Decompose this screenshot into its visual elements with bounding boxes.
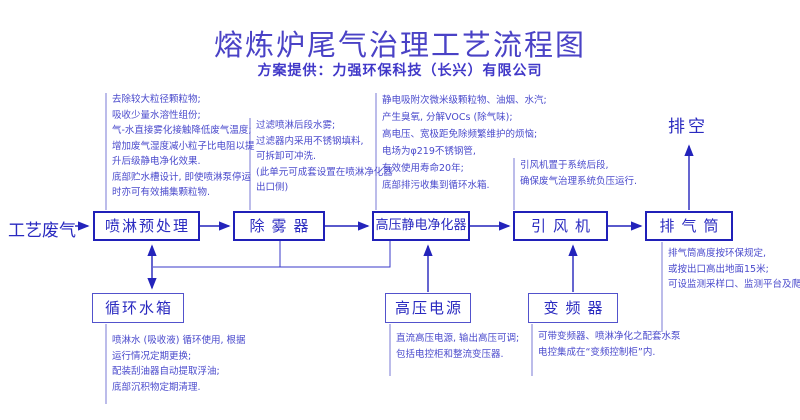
annotation-line: 直流高压电源, 输出高压可调;	[396, 333, 520, 344]
annotation-line: 时亦可有效捕集颗粒物.	[112, 187, 211, 198]
annotation-exhaust-stack: 排气筒高度按环保规定, 或按出口高出地面15米; 可设监测采样口、监测平台及爬梯…	[668, 246, 800, 293]
annotation-induced-draft-fan: 引风机置于系统后段, 确保废气治理系统负压运行.	[520, 158, 637, 189]
annotation-line: 静电吸附次微米级颗粒物、油烟、水汽;	[382, 95, 547, 106]
annotation-frequency-converter: 可带变频器、喷淋净化之配套水泵 电控集成在“变频控制柜”内.	[538, 329, 681, 360]
annotation-line: 配装刮油器自动提取浮油;	[112, 366, 220, 377]
aux-box-high-voltage-power: 高压电源	[385, 293, 471, 323]
annotation-line: 引风机置于系统后段,	[520, 160, 609, 171]
process-box-demister: 除雾器	[233, 211, 325, 241]
annotation-line: 增加废气湿度减小粒子比电阻以提	[112, 140, 255, 152]
annotation-line: 产生臭氧, 分解VOCs (除气味);	[382, 112, 513, 123]
annotation-line: 过滤器内采用不锈钢填料,	[256, 135, 364, 147]
process-box-induced-draft-fan: 引风机	[513, 211, 608, 241]
vent-label: 排空	[668, 117, 708, 137]
input-gas-label: 工艺废气	[8, 221, 76, 241]
page-title: 熔炼炉尾气治理工艺流程图	[213, 28, 586, 62]
process-box-electrostatic-purifier: 高压静电净化器	[372, 211, 470, 241]
drain-line-esp-to-tank	[153, 241, 391, 268]
annotation-line: 底部排污收集到循环水箱.	[382, 180, 490, 191]
annotation-line: (此单元可成套设置在喷淋净化器	[256, 166, 393, 178]
annotation-electrostatic-purifier: 静电吸附次微米级颗粒物、油烟、水汽; 产生臭氧, 分解VOCs (除气味); 高…	[382, 92, 547, 194]
process-box-exhaust-stack: 排气筒	[645, 211, 733, 241]
annotation-line: 可拆卸可冲洗.	[256, 151, 317, 162]
annotation-line: 包括电控柜和整流变压器.	[396, 348, 504, 360]
annotation-line: 底部沉积物定期清理.	[112, 381, 201, 393]
annotation-spray-pretreatment: 去除较大粒径颗粒物; 吸收少量水溶性组份; 气-水直接雾化接触降低废气温度; 增…	[112, 92, 255, 201]
annotation-line: 可带变频器、喷淋净化之配套水泵	[538, 331, 681, 342]
annotation-line: 出口侧)	[256, 182, 289, 193]
annotation-line: 喷淋水 (吸收液) 循环使用, 根据	[112, 335, 246, 346]
annotation-circulating-water-tank: 喷淋水 (吸收液) 循环使用, 根据 运行情况定期更换; 配装刮油器自动提取浮油…	[112, 333, 246, 395]
annotation-line: 升后级静电净化效果.	[112, 156, 201, 167]
annotation-line: 或按出口高出地面15米;	[668, 263, 769, 275]
annotation-line: 气-水直接雾化接触降低废气温度;	[112, 125, 252, 136]
annotation-high-voltage-power: 直流高压电源, 输出高压可调; 包括电控柜和整流变压器.	[396, 331, 519, 362]
annotation-line: 运行情况定期更换;	[112, 350, 192, 362]
annotation-line: 吸收少量水溶性组份;	[112, 109, 201, 121]
process-box-spray-pretreatment: 喷淋预处理	[93, 211, 200, 241]
annotation-line: 底部贮水槽设计, 即使喷淋泵停运	[112, 171, 252, 183]
annotation-demister: 过滤喷淋后段水雾; 过滤器内采用不锈钢填料, 可拆卸可冲洗. (此单元可成套设置…	[256, 118, 393, 196]
annotation-line: 电场为φ219不锈钢管,	[382, 146, 476, 157]
annotation-line: 高电压、宽极距免除频繁维护的烦恼;	[382, 129, 538, 140]
annotation-line: 电控集成在“变频控制柜”内.	[538, 346, 656, 358]
annotation-line: 过滤喷淋后段水雾;	[256, 120, 336, 131]
annotation-line: 确保废气治理系统负压运行.	[520, 175, 638, 187]
annotation-line: 排气筒高度按环保规定,	[668, 248, 767, 259]
page-subtitle: 方案提供：力强环保科技（长兴）有限公司	[257, 63, 543, 79]
annotation-line: 可设监测采样口、监测平台及爬梯.	[668, 279, 800, 290]
aux-box-frequency-converter: 变频器	[528, 293, 618, 323]
annotation-line: 去除较大粒径颗粒物;	[112, 94, 201, 105]
aux-box-circulating-water-tank: 循环水箱	[92, 293, 184, 323]
annotation-line: 有效使用寿命20年;	[382, 163, 464, 174]
